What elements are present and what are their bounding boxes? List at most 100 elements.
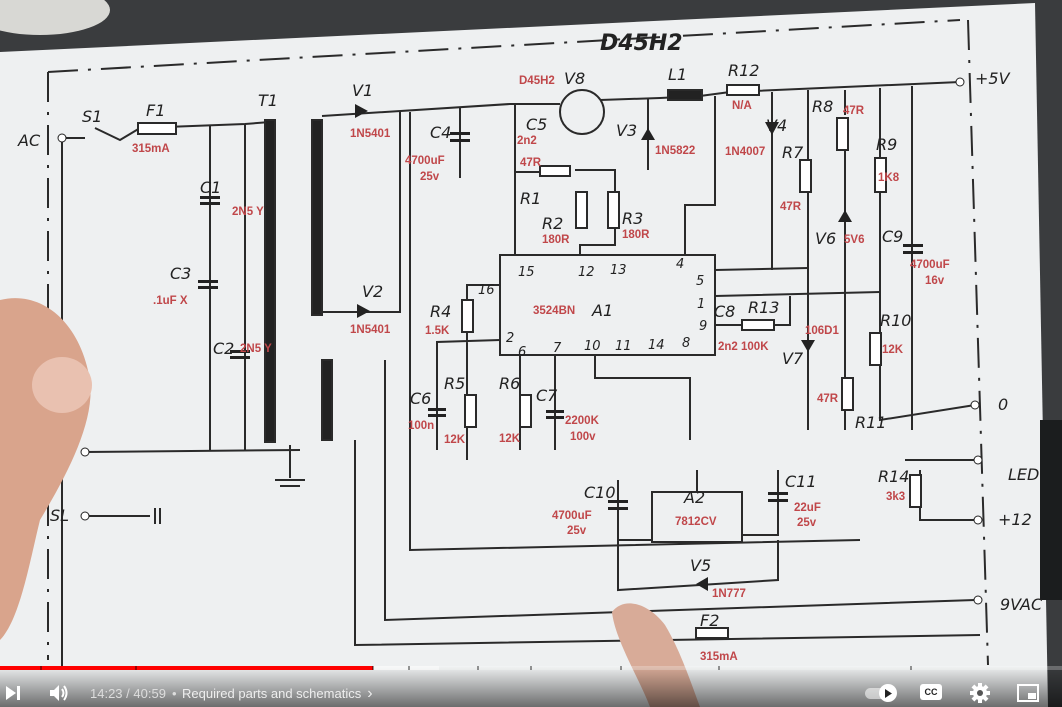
label-r8: R8 <box>812 97 833 116</box>
label-c4: C4 <box>430 123 451 142</box>
label-r13: R13 <box>748 298 779 317</box>
chapter-button[interactable]: Required parts and schematics › <box>182 685 373 702</box>
settings-button[interactable] <box>968 682 992 704</box>
label-v3: V3 <box>616 121 637 140</box>
label-c10: C10 <box>584 483 616 502</box>
value-r1: 47R <box>520 157 542 169</box>
progress-bar[interactable] <box>0 666 1062 670</box>
label-c11: C11 <box>785 472 817 491</box>
play-icon <box>885 688 892 698</box>
background-edge <box>1040 420 1062 600</box>
handwritten-title: D45H2 <box>600 31 683 56</box>
pin-label: 4 <box>676 257 684 272</box>
label-f2: F2 <box>700 611 719 630</box>
value-c11: 22uF <box>794 502 821 514</box>
value-v8: D45H2 <box>519 75 555 87</box>
label-r10: R10 <box>880 311 911 330</box>
pin-label: 16 <box>478 283 495 298</box>
ic-pin-labels: 15 12 13 4 5 16 1 2 6 7 10 11 14 8 9 <box>478 257 707 360</box>
label-r3: R3 <box>622 209 643 228</box>
pin-label: 7 <box>553 341 562 356</box>
chapter-marker <box>620 666 622 670</box>
value-r10: 12K <box>882 344 904 356</box>
label-r5: R5 <box>444 374 465 393</box>
chevron-right-icon: › <box>367 685 373 702</box>
label-a1: A1 <box>591 301 613 320</box>
chapter-marker <box>372 666 374 670</box>
chapter-marker <box>718 666 720 670</box>
label-plus5v: +5V <box>975 69 1011 88</box>
value-c11-voltage: 25v <box>797 517 817 529</box>
label-v5: V5 <box>690 556 711 575</box>
value-r12: N/A <box>732 100 752 112</box>
value-c6: 100n <box>408 420 434 432</box>
pin-label: 14 <box>648 338 665 353</box>
pin-label: 11 <box>615 339 632 354</box>
next-button[interactable] <box>2 682 24 704</box>
value-labels: 315mA D45H2 1N5401 4700uF 25v 2n2 47R 1N… <box>132 75 950 600</box>
value-c1: 2N5 Y <box>232 206 264 218</box>
label-c2: C2 <box>213 339 234 358</box>
captions-button[interactable]: CC <box>919 683 943 701</box>
pin-label: 13 <box>610 263 627 278</box>
pin-label: 8 <box>682 336 690 351</box>
value-v4: 1N4007 <box>725 146 765 158</box>
label-r11: R11 <box>855 413 886 432</box>
value-r6: 12K <box>499 433 521 445</box>
pin-label: 15 <box>518 265 535 280</box>
pin-label: 5 <box>696 274 704 289</box>
value-r14: 3k3 <box>886 491 905 503</box>
label-led: LED <box>1008 465 1039 484</box>
value-c5: 2n2 <box>517 135 537 147</box>
pin-label: 9 <box>699 319 707 334</box>
label-zero: 0 <box>998 395 1008 414</box>
value-r3: 180R <box>622 229 650 241</box>
control-bar: 14:23 / 40:59 • Required parts and schem… <box>0 678 1062 707</box>
miniplayer-button[interactable] <box>1015 682 1041 704</box>
chapter-separator: • <box>172 686 177 701</box>
autoplay-toggle[interactable] <box>865 684 899 702</box>
value-v1: 1N5401 <box>350 128 391 140</box>
pin-label: 12 <box>578 265 595 280</box>
chapter-title: Required parts and schematics <box>182 686 362 701</box>
label-f1: F1 <box>146 101 165 120</box>
pin-label: 2 <box>506 331 514 346</box>
value-a1: 3524BN <box>533 305 575 317</box>
label-c5: C5 <box>526 115 547 134</box>
value-a2: 7812CV <box>675 516 717 528</box>
label-t1: T1 <box>258 91 278 110</box>
label-c1: C1 <box>200 178 221 197</box>
thumbnail-nail <box>32 357 92 413</box>
current-time: 14:23 <box>90 686 123 701</box>
chapter-marker <box>135 666 137 670</box>
label-r6: R6 <box>499 374 520 393</box>
label-r1: R1 <box>520 189 541 208</box>
value-v6: 5V6 <box>844 234 864 246</box>
label-c6: C6 <box>410 389 431 408</box>
value-c4: 4700uF <box>405 155 445 167</box>
label-v4: V4 <box>766 116 787 135</box>
captions-icon: CC <box>920 684 942 700</box>
value-r5: 12K <box>444 434 466 446</box>
label-s1: S1 <box>82 107 102 126</box>
value-f1: 315mA <box>132 143 170 155</box>
label-v6: V6 <box>815 229 836 248</box>
label-v1: V1 <box>352 81 373 100</box>
label-ac: AC <box>17 131 41 150</box>
value-c9: 4700uF <box>910 259 950 271</box>
value-c10: 4700uF <box>552 510 592 522</box>
volume-button[interactable] <box>46 682 72 704</box>
miniplayer-icon <box>1017 684 1039 702</box>
label-r12: R12 <box>728 61 759 80</box>
value-r8: 47R <box>843 105 865 117</box>
value-r9: 1K8 <box>878 172 900 184</box>
chapter-marker <box>477 666 479 670</box>
value-r4: 1.5K <box>425 325 450 337</box>
value-f2: 315mA <box>700 651 738 663</box>
volume-icon <box>50 685 68 701</box>
background-object <box>0 0 110 35</box>
value-c10-voltage: 25v <box>567 525 587 537</box>
chapter-marker <box>408 666 410 670</box>
